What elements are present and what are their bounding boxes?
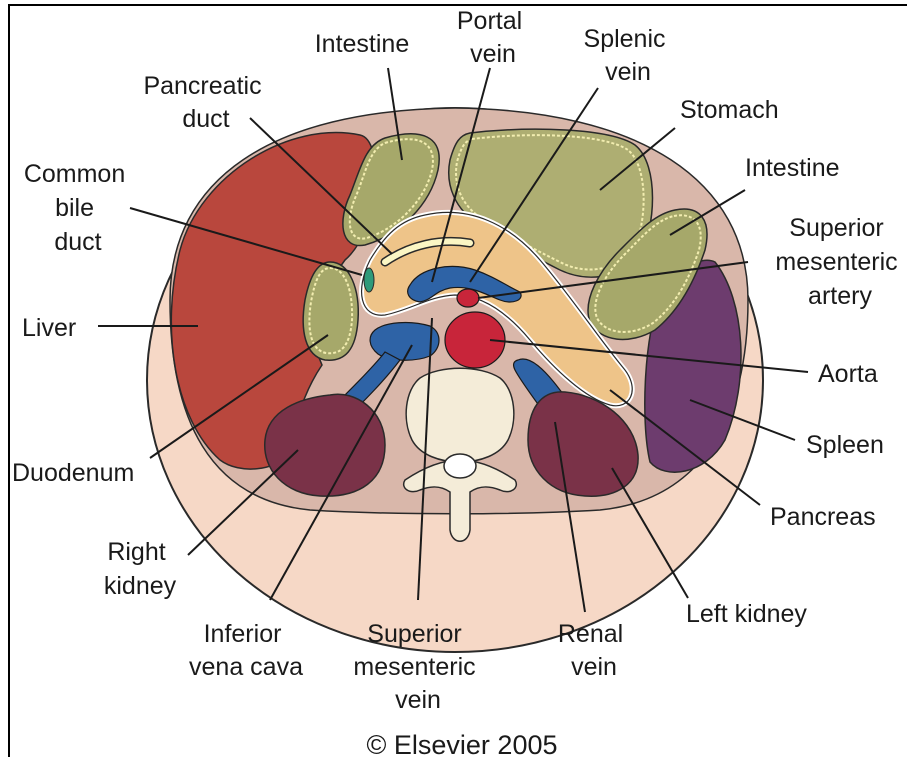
label-left-kidney: Left kidney [686,600,807,628]
label-intestine-right: Intestine [745,154,840,182]
vertebral-body [406,368,514,462]
label-right-kidney: Right kidney [104,538,177,600]
label-inferior-vena-cava: Inferior vena cava [189,620,303,681]
label-renal-vein: Renal vein [558,620,630,681]
right-kidney [265,394,385,496]
label-pancreas: Pancreas [770,503,876,531]
label-aorta: Aorta [818,360,878,388]
label-splenic-vein: Splenic vein [584,25,673,86]
label-stomach: Stomach [680,96,779,124]
superior-mesenteric-artery [457,289,479,307]
spinal-canal [444,454,476,478]
label-portal-vein: Portal vein [457,7,529,68]
label-liver: Liver [22,314,76,342]
label-common-bile-duct: Common bile duct [24,160,132,256]
copyright-notice: © Elsevier 2005 [367,730,558,757]
label-superior-mesenteric-artery: Superior mesenteric artery [775,214,904,310]
label-pancreatic-duct: Pancreatic duct [143,72,268,133]
common-bile-duct [364,268,374,292]
superior-mesenteric-vein [370,323,439,361]
label-duodenum: Duodenum [12,459,134,487]
label-intestine-top: Intestine [315,30,410,58]
label-spleen: Spleen [806,431,884,459]
label-superior-mesenteric-vein: Superior mesenteric vein [353,620,482,714]
